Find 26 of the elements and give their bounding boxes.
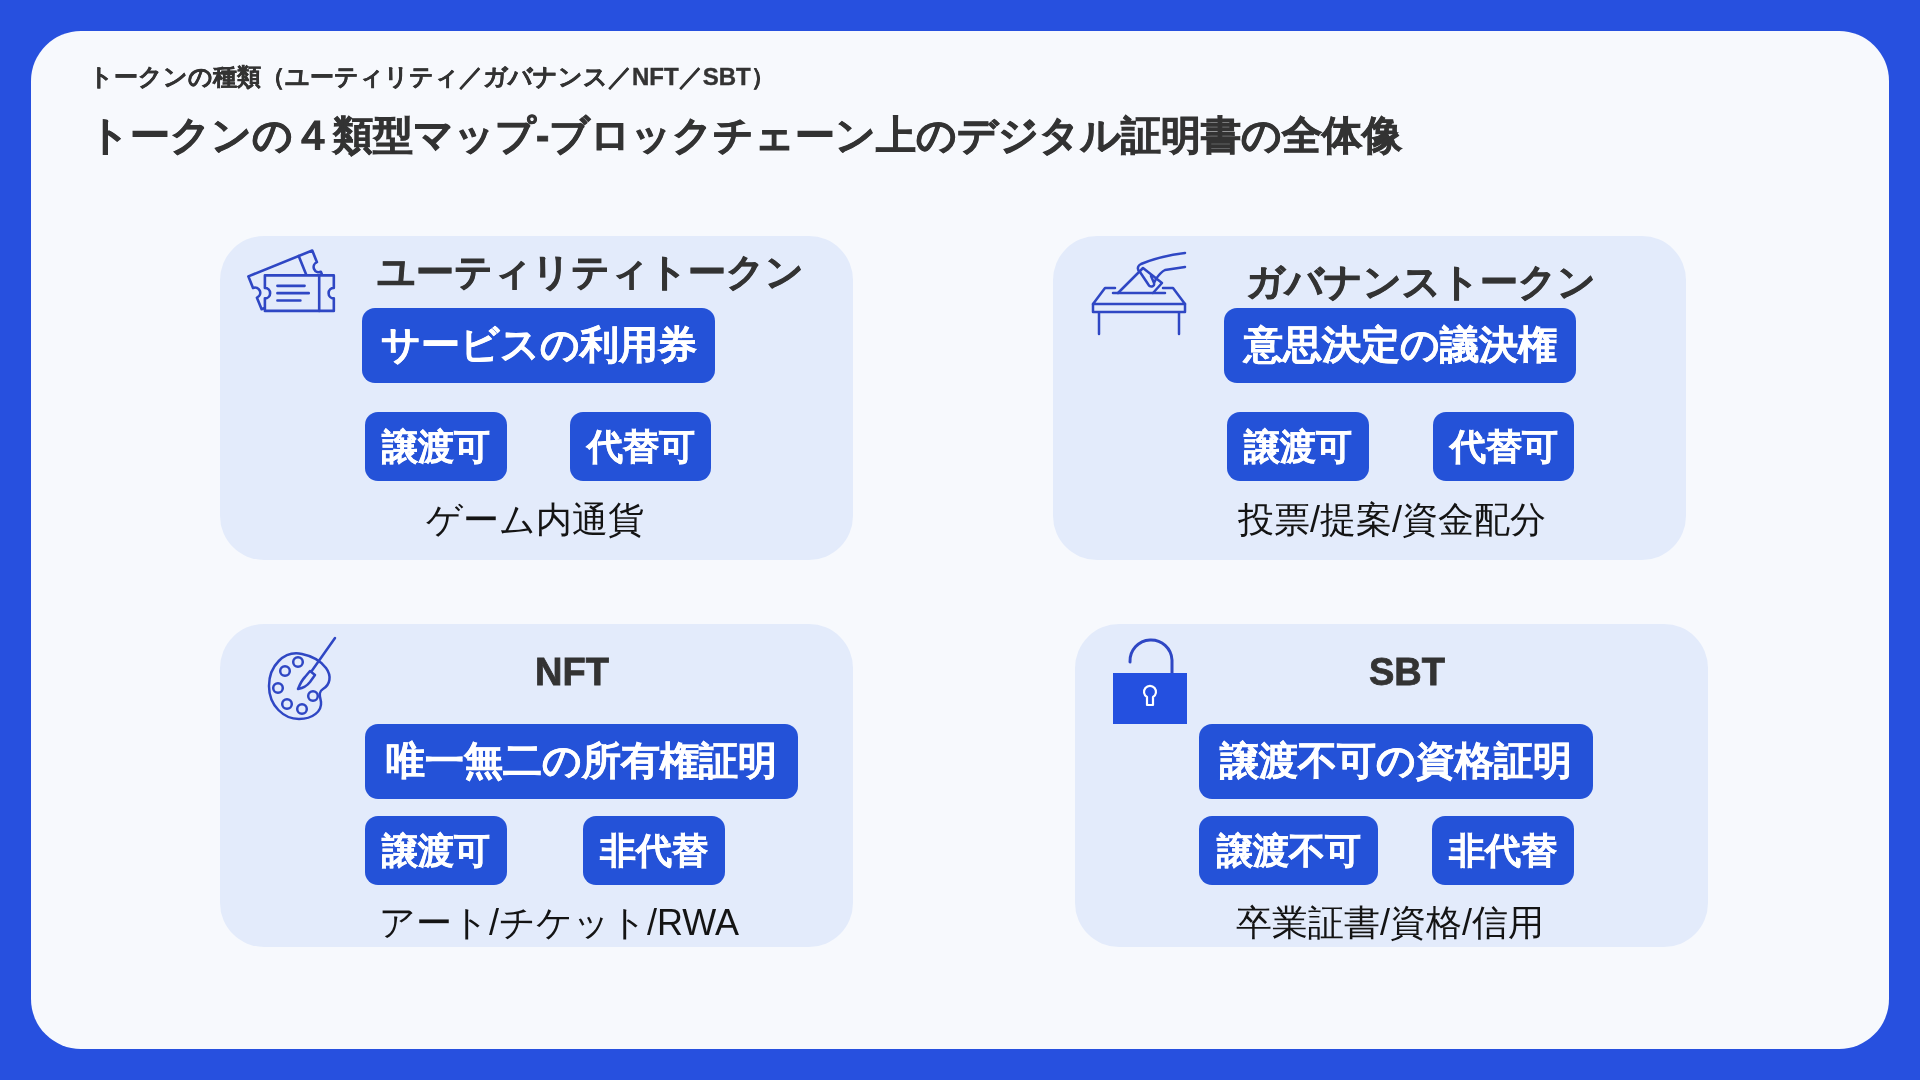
token-card [1053, 236, 1686, 560]
property-tag: 譲渡可 [365, 412, 507, 481]
card-heading: ガバナンストークン [1246, 260, 1596, 306]
token-card [220, 236, 853, 560]
property-tag: 非代替 [1432, 816, 1574, 885]
summary-tag: 唯一無二の所有権証明 [365, 724, 798, 799]
card-heading: ユーティリティトークン [376, 250, 804, 296]
property-tag: 譲渡可 [365, 816, 507, 885]
token-card [1075, 624, 1708, 947]
token-card [220, 624, 853, 947]
property-tag: 代替可 [570, 412, 711, 481]
summary-tag: サービスの利用券 [362, 308, 715, 383]
page-title: トークンの４類型マップ-ブロックチェーン上のデジタル証明書の全体像 [89, 112, 1403, 159]
property-tag: 代替可 [1433, 412, 1574, 481]
card-heading: NFT [535, 650, 609, 696]
summary-tag: 譲渡不可の資格証明 [1199, 724, 1593, 799]
property-tag: 非代替 [583, 816, 725, 885]
property-tag: 譲渡可 [1227, 412, 1369, 481]
example-text: アート/チケット/RWA [379, 901, 739, 945]
page-subtitle: トークンの種類（ユーティリティ／ガバナンス／NFT／SBT） [89, 62, 775, 92]
card-heading: SBT [1369, 650, 1445, 696]
example-text: ゲーム内通貨 [426, 498, 644, 542]
property-tag: 譲渡不可 [1199, 816, 1378, 885]
summary-tag: 意思決定の議決権 [1224, 308, 1576, 383]
example-text: 投票/提案/資金配分 [1238, 498, 1546, 542]
example-text: 卒業証書/資格/信用 [1236, 901, 1544, 945]
